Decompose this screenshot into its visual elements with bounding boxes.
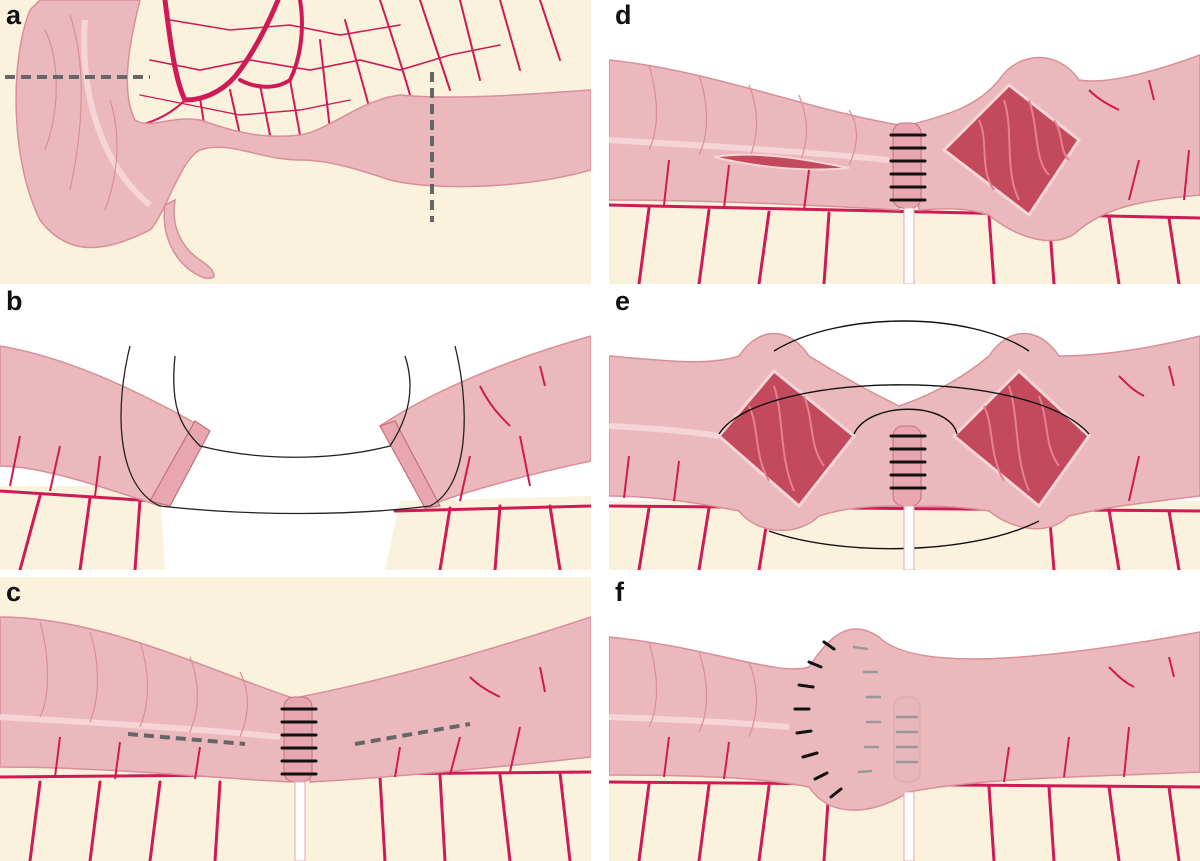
panel-label-f: f <box>615 577 624 607</box>
buried-anastomosis <box>893 696 921 783</box>
panel-f: f <box>609 577 1200 861</box>
bowel-vessels <box>9 365 546 502</box>
taenia <box>609 137 890 163</box>
stay-sutures <box>120 345 465 515</box>
panel-c: c <box>0 577 591 861</box>
haustra <box>39 621 249 738</box>
panel-a-illustration <box>0 0 591 284</box>
opened-ileum-flap <box>951 368 1091 509</box>
bowel-vessels <box>663 656 1175 783</box>
haustra <box>44 14 118 211</box>
sutures <box>889 133 927 202</box>
outer-suture-row <box>793 640 843 799</box>
mesenteric-vessels <box>0 489 591 570</box>
panel-label-c: c <box>6 577 22 607</box>
bowel-vessels <box>623 365 1175 502</box>
taenia <box>609 423 720 439</box>
opened-colon-flap <box>716 368 857 509</box>
mesentery-stalk <box>903 791 915 861</box>
panel-d-illustration <box>609 0 1200 284</box>
mucosal-folds <box>748 385 1060 492</box>
haustra <box>648 64 858 166</box>
panel-c-illustration <box>0 577 591 861</box>
panel-e: e <box>609 286 1200 570</box>
panel-f-illustration <box>609 577 1200 861</box>
distal-bowel <box>378 335 591 507</box>
appendix <box>163 198 215 279</box>
mesentery-stalk <box>903 207 915 284</box>
mucosal-folds <box>978 99 1070 201</box>
panel-e-illustration <box>609 286 1200 570</box>
panel-a: a <box>0 0 591 284</box>
taenia <box>609 714 790 730</box>
mesentery-stalk <box>294 781 306 861</box>
colon-incision <box>713 153 850 171</box>
haustra <box>648 641 758 738</box>
incision-lines <box>127 722 471 746</box>
cecum-and-colon <box>15 0 591 249</box>
taenia <box>81 19 152 208</box>
panel-b-illustration <box>0 286 591 570</box>
opened-ileum <box>941 82 1082 218</box>
inner-suture-row <box>852 645 919 774</box>
sutures <box>280 707 318 776</box>
bowel-vessels <box>54 666 546 780</box>
colon <box>609 59 900 211</box>
mesentery-stalk <box>903 505 915 570</box>
panel-label-d: d <box>615 0 632 30</box>
resection-lines <box>5 72 434 222</box>
sutures <box>889 434 927 490</box>
anastomosis <box>892 425 922 507</box>
bowel-vessels <box>663 79 1190 211</box>
mesentery-right <box>385 496 591 570</box>
panel-label-e: e <box>615 286 631 316</box>
panel-label-a: a <box>6 0 22 30</box>
panel-label-b: b <box>6 286 23 316</box>
anastomosis-edges <box>149 420 441 509</box>
panel-b: b <box>0 286 591 570</box>
mesentery-left <box>0 486 165 570</box>
mesenteric-vessels <box>139 0 561 136</box>
panel-d: d <box>609 0 1200 284</box>
